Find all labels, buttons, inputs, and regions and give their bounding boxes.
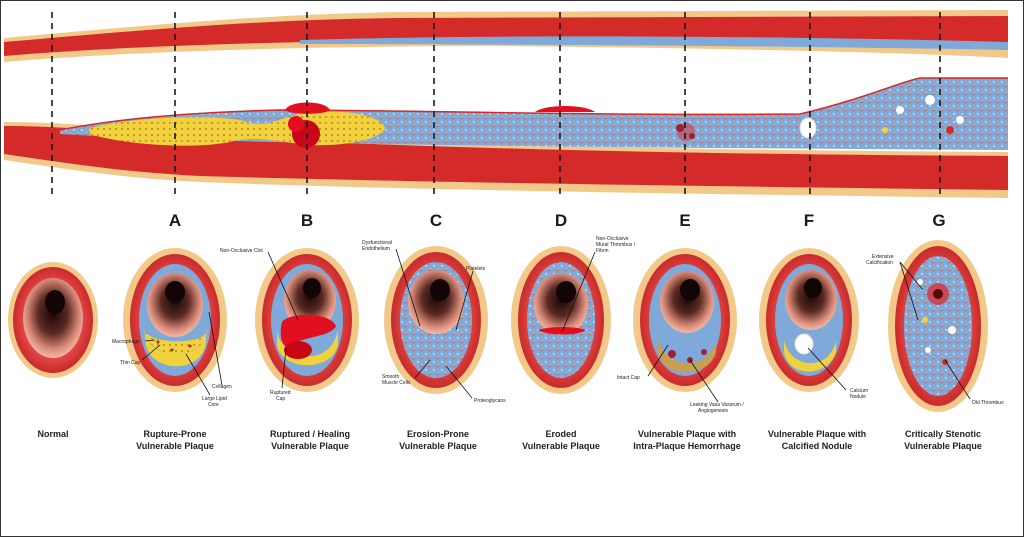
caption-a: Rupture-Prone Vulnerable Plaque xyxy=(110,428,240,452)
label-leaking-vasa-vasorum-2: Angiogenesis xyxy=(698,408,729,414)
label-large-lipid-core-1: Large Lipid xyxy=(202,396,227,402)
caption-d-line2: Vulnerable Plaque xyxy=(522,441,600,451)
label-smooth-muscle-cells-2: Muscle Cells xyxy=(382,380,411,386)
label-extensive-calcification-1: Extensive xyxy=(872,254,894,260)
label-calcium-nodule-2: Nodule xyxy=(850,394,866,400)
thin-red-luminal-line xyxy=(59,77,1008,131)
letter-d: D xyxy=(555,211,567,230)
caption-e-line2: Intra-Plaque Hemorrhage xyxy=(633,441,741,451)
caption-d-line1: Eroded xyxy=(545,429,577,439)
section-guide-lines xyxy=(51,12,941,198)
caption-g-line1: Critically Stenotic xyxy=(904,429,982,439)
label-proteoglycans: Proteoglycans xyxy=(474,398,506,404)
cross-section-c xyxy=(384,246,488,394)
annotation-leaders xyxy=(141,248,971,403)
letter-e: E xyxy=(679,211,690,230)
label-intact-cap: Intact Cap xyxy=(617,375,640,381)
letter-a: A xyxy=(169,211,181,230)
caption-b-line2: Vulnerable Plaque xyxy=(271,441,349,451)
label-mural-thrombus-3: Fibrin xyxy=(596,248,609,254)
caption-f: Vulnerable Plaque with Calcified Nodule xyxy=(752,428,882,452)
cross-section-a xyxy=(123,248,227,392)
label-calcium-nodule-1: Calcium xyxy=(850,388,868,394)
label-collagen: Collagen xyxy=(212,384,232,390)
cross-section-e xyxy=(633,248,737,392)
label-thin-cap: Thin Cap xyxy=(120,360,141,366)
label-large-lipid-core-2: Core xyxy=(208,402,219,408)
cross-section-f xyxy=(759,248,859,392)
caption-d: Eroded Vulnerable Plaque xyxy=(496,428,626,452)
caption-e-line1: Vulnerable Plaque with xyxy=(637,429,737,439)
caption-f-line2: Calcified Nodule xyxy=(781,441,853,451)
caption-a-line1: Rupture-Prone xyxy=(143,429,207,439)
cross-section-g xyxy=(888,240,988,412)
letter-g: G xyxy=(932,211,945,230)
label-dysfunctional-endothelium-1: Dysfunctional xyxy=(362,240,392,246)
caption-a-line2: Vulnerable Plaque xyxy=(136,441,214,451)
caption-normal: Normal xyxy=(0,428,118,440)
label-extensive-calcification-2: Calcification xyxy=(866,260,893,266)
upper-vessel-wall xyxy=(4,10,1008,62)
label-ruptured-cap-1: Ruptured xyxy=(270,390,291,396)
longitudinal-calcification-g xyxy=(882,95,964,134)
letter-c: C xyxy=(430,211,442,230)
label-old-thrombus: Old Thrombus xyxy=(972,400,1004,406)
label-smooth-muscle-cells-1: Smooth xyxy=(382,374,399,380)
cross-section-b xyxy=(255,248,359,392)
label-macrophage: Macrophage xyxy=(112,339,140,345)
label-mural-thrombus-2: Mural Thrombus / xyxy=(596,242,636,248)
longitudinal-hemorrhage-e xyxy=(676,123,695,141)
caption-c-line1: Erosion-Prone xyxy=(406,429,469,439)
label-ruptured-cap-2: Cap xyxy=(276,396,285,402)
letter-b: B xyxy=(301,211,313,230)
cross-section-d xyxy=(511,246,611,394)
caption-b-line1: Ruptured / Healing xyxy=(269,429,350,439)
caption-e: Vulnerable Plaque with Intra-Plaque Hemo… xyxy=(622,428,752,452)
label-dysfunctional-endothelium-2: Endothelium xyxy=(362,246,390,252)
longitudinal-thrombus-d xyxy=(535,106,595,112)
label-mural-thrombus-1: Non-Occlusive xyxy=(596,236,629,242)
caption-b: Ruptured / Healing Vulnerable Plaque xyxy=(245,428,375,452)
cross-section-normal xyxy=(8,262,98,378)
caption-c-line2: Vulnerable Plaque xyxy=(399,441,477,451)
longitudinal-clot-b xyxy=(285,102,330,148)
label-non-occlusive-clot: Non-Occlusive Clot xyxy=(220,248,263,254)
caption-g: Critically Stenotic Vulnerable Plaque xyxy=(878,428,1008,452)
caption-c: Erosion-Prone Vulnerable Plaque xyxy=(373,428,503,452)
letter-f: F xyxy=(804,211,814,230)
caption-normal-line1: Normal xyxy=(37,429,69,439)
label-platelets: Platelets xyxy=(466,266,486,272)
caption-f-line1: Vulnerable Plaque with xyxy=(767,429,867,439)
longitudinal-calcium-nodule xyxy=(799,117,817,139)
label-leaking-vasa-vasorum-1: Leaking Vasa Vasorum / xyxy=(690,402,744,408)
caption-g-line2: Vulnerable Plaque xyxy=(904,441,982,451)
